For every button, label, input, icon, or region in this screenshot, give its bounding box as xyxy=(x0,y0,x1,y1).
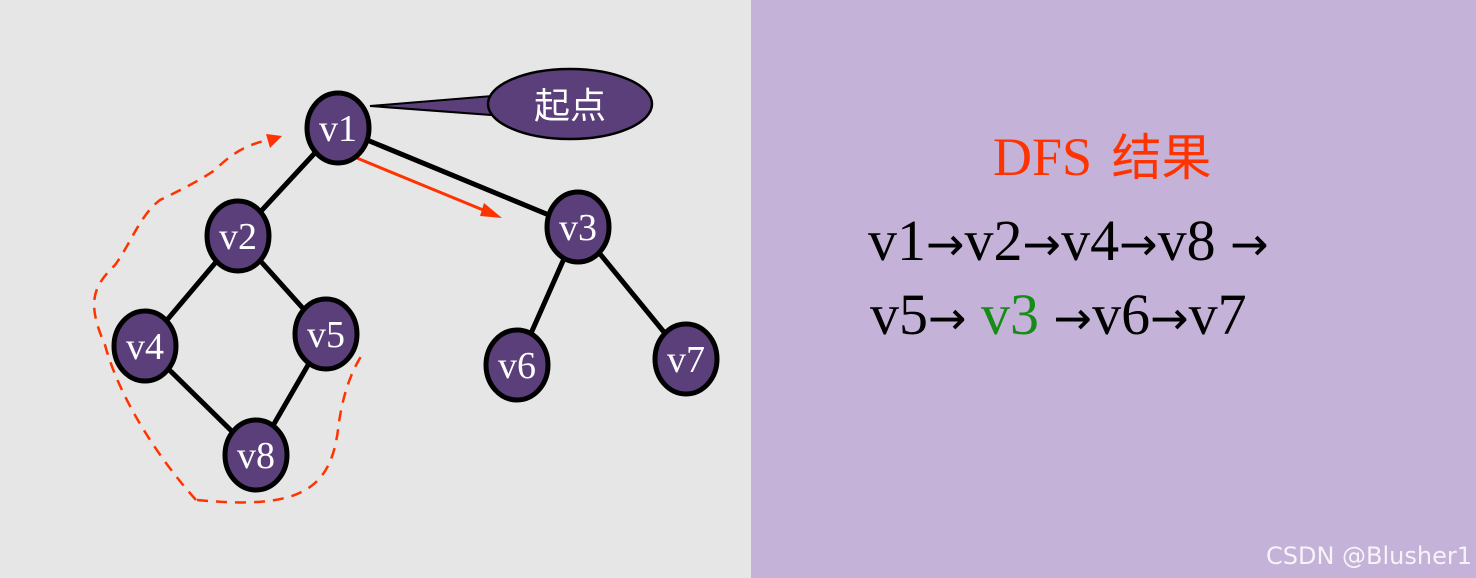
node-v4: v4 xyxy=(111,308,179,384)
node-v8: v8 xyxy=(222,417,290,493)
sequence-arrow: → xyxy=(1022,217,1062,271)
node-circle xyxy=(111,308,179,384)
node-circle xyxy=(544,189,612,265)
node-circle xyxy=(304,90,372,166)
sequence-arrow: → xyxy=(1230,217,1269,271)
node-v3: v3 xyxy=(544,189,612,265)
node-label: v1 xyxy=(319,108,357,150)
node-circle xyxy=(652,321,720,397)
sequence-arrow: → xyxy=(926,217,965,271)
start-callout: 起点 xyxy=(369,67,654,141)
sequence-arrow: → xyxy=(1053,291,1093,345)
sequence-arrow: → xyxy=(1119,217,1158,271)
sequence-node-highlighted: v3 xyxy=(981,282,1040,347)
result-title-latin: DFS xyxy=(993,127,1093,187)
watermark: CSDN @Blusher1 xyxy=(1265,542,1472,570)
result-panel xyxy=(751,0,1476,578)
callout-label: 起点 xyxy=(534,86,606,127)
sequence-node: v5 xyxy=(870,282,928,347)
next-branch-arrow xyxy=(351,154,489,214)
descend-arrowhead xyxy=(266,134,282,148)
descend-path xyxy=(92,138,269,501)
node-v2: v2 xyxy=(204,198,272,274)
node-label: v7 xyxy=(667,339,705,381)
node-circle xyxy=(483,327,551,403)
node-circle xyxy=(222,417,290,493)
node-v1: v1 xyxy=(304,90,372,166)
node-v5: v5 xyxy=(292,296,360,372)
result-title-cjk: 结果 xyxy=(1111,129,1212,187)
node-label: v5 xyxy=(307,314,345,356)
next-branch-arrowhead xyxy=(480,203,502,218)
node-label: v2 xyxy=(219,216,257,258)
sequence-arrow: → xyxy=(928,291,967,345)
node-label: v4 xyxy=(126,326,164,368)
sequence-arrow: → xyxy=(1150,291,1189,345)
node-label: v8 xyxy=(237,435,275,477)
sequence-node: v7 xyxy=(1188,282,1247,347)
sequence-node: v8 xyxy=(1157,208,1216,273)
node-v6: v6 xyxy=(483,327,551,403)
result-sequence-line-2: v5→ v3 →v6→v7 xyxy=(870,286,1247,344)
sequence-node: v6 xyxy=(1092,282,1151,347)
node-circle xyxy=(204,198,272,274)
sequence-node: v1 xyxy=(868,208,926,273)
node-label: v6 xyxy=(498,345,536,387)
callout-pointer xyxy=(369,93,506,118)
backtrack-path xyxy=(196,354,364,504)
result-sequence-line-1: v1→v2→v4→v8 → xyxy=(868,212,1269,270)
graph-nodes: v1 v2 v3 v4 v5 v6 v7 v8 xyxy=(111,90,720,493)
node-label: v3 xyxy=(559,207,597,249)
graph-edges xyxy=(142,125,689,458)
edge-v1-v3 xyxy=(335,125,581,230)
sequence-node: v2 xyxy=(964,208,1023,273)
node-v7: v7 xyxy=(652,321,720,397)
traversal-indicators xyxy=(92,134,502,504)
sequence-node: v4 xyxy=(1061,208,1120,273)
node-circle xyxy=(292,296,360,372)
result-title: DFS 结果 xyxy=(993,118,1212,190)
callout-bubble xyxy=(486,67,654,141)
